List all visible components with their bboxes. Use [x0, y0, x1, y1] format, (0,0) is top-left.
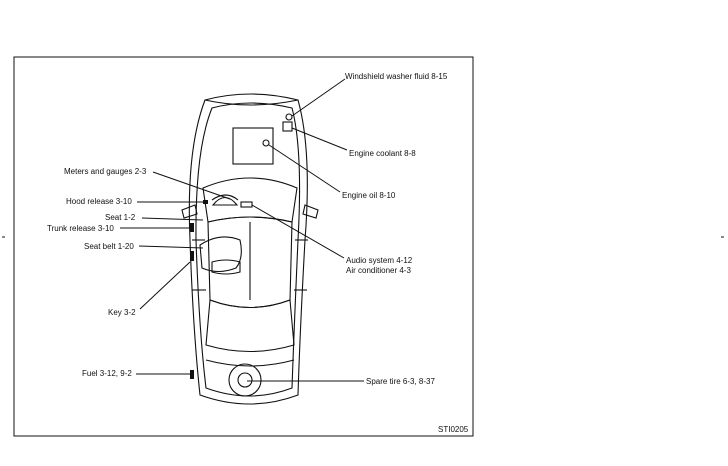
label-audio-system: Audio system 4-12: [346, 256, 413, 265]
label-seat: Seat 1-2: [105, 213, 136, 222]
label-spare-tire: Spare tire 6-3, 8-37: [366, 377, 435, 386]
label-engine-oil: Engine oil 8-10: [342, 191, 396, 200]
car-top-view: [181, 93, 319, 405]
label-washer-fluid: Windshield washer fluid 8-15: [345, 72, 448, 81]
label-key: Key 3-2: [108, 308, 136, 317]
label-meters-gauges: Meters and gauges 2-3: [64, 167, 147, 176]
label-fuel: Fuel 3-12, 9-2: [82, 369, 132, 378]
driver-seat: [199, 236, 242, 273]
diagram-frame: [13, 56, 474, 437]
figure-code: STI0205: [438, 425, 469, 434]
spare-tire-outer: [228, 363, 262, 397]
label-trunk-release: Trunk release 3-10: [47, 224, 114, 233]
coolant-reservoir-icon: [282, 121, 293, 132]
label-hood-release: Hood release 3-10: [66, 197, 132, 206]
oil-cap-icon: [262, 139, 270, 147]
meters-icon: [211, 196, 239, 206]
seat-belt-icon: [190, 251, 194, 261]
label-air-conditioner: Air conditioner 4-3: [346, 266, 411, 275]
spare-tire-inner: [237, 372, 253, 388]
engine-bay-panel: [232, 127, 274, 165]
trunk-release-icon: [190, 223, 194, 232]
hood-release-icon: [203, 200, 208, 204]
label-seat-belt: Seat belt 1-20: [84, 242, 134, 251]
label-engine-coolant: Engine coolant 8-8: [349, 149, 416, 158]
audio-panel-icon: [240, 201, 253, 208]
leader-lines: [120, 78, 364, 382]
washer-cap-icon: [285, 113, 293, 121]
fuel-door-icon: [190, 370, 194, 379]
